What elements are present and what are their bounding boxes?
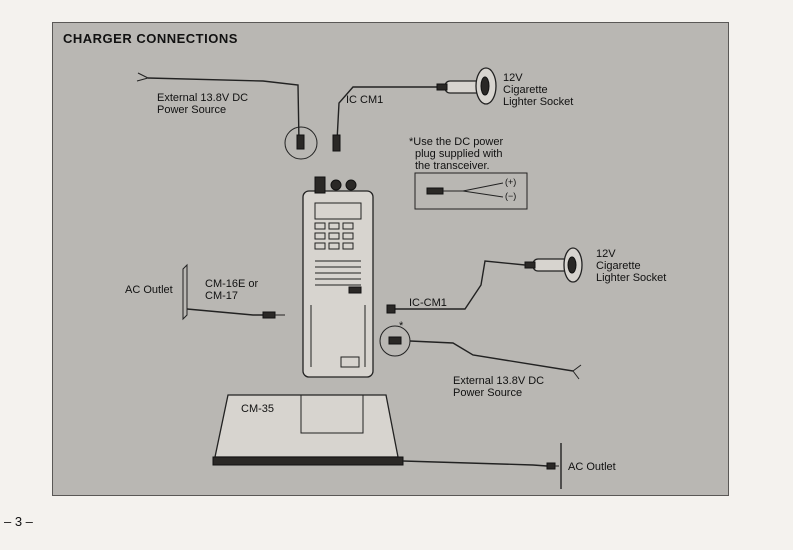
ic-cm1-cable-right bbox=[386, 260, 526, 314]
speaker-grille bbox=[315, 260, 361, 286]
cigarette-socket-label-top-line3: Lighter Socket bbox=[503, 96, 573, 108]
section-title: CHARGER CONNECTIONS bbox=[63, 31, 238, 46]
ic-cm1-label-right: IC-CM1 bbox=[409, 297, 447, 309]
cigarette-lighter-socket-top bbox=[436, 67, 497, 105]
page-number: – 3 – bbox=[4, 514, 33, 529]
plug-negative-label: (−) bbox=[505, 191, 516, 201]
connector-detail-circle-bottom bbox=[379, 325, 411, 357]
cigarette-lighter-socket-right bbox=[524, 247, 583, 283]
cigarette-socket-label-right-line1: 12V bbox=[596, 248, 616, 260]
ac-outlet-label-bottom: AC Outlet bbox=[568, 461, 616, 473]
dc-plug-note-box: (+) (−) bbox=[414, 172, 528, 210]
diagram-panel: CHARGER CONNECTIONS (+) (−) bbox=[52, 22, 729, 496]
external-power-cable-bottom bbox=[409, 340, 582, 380]
ic-cm1-cable-top bbox=[332, 86, 443, 152]
cigarette-socket-label-right-line3: Lighter Socket bbox=[596, 272, 666, 284]
keypad bbox=[314, 222, 354, 250]
external-power-label-top-line1: External 13.8V DC bbox=[157, 92, 248, 104]
asterisk-mark: * bbox=[399, 320, 404, 332]
cigarette-socket-label-top-line1: 12V bbox=[503, 72, 523, 84]
external-power-label-top-line2: Power Source bbox=[157, 104, 226, 116]
adapter-label-line2: CM-17 bbox=[205, 290, 238, 302]
charger-connections-diagram: CHARGER CONNECTIONS (+) (−) bbox=[63, 31, 666, 489]
note-line1: *Use the DC power bbox=[409, 136, 503, 148]
external-power-cable-top bbox=[136, 72, 300, 144]
ic-cm1-label-top: IC CM1 bbox=[346, 94, 383, 106]
charger-model-label: CM-35 bbox=[241, 403, 274, 415]
adapter-label-line1: CM-16E or bbox=[205, 278, 259, 290]
cigarette-socket-label-top-line2: Cigarette bbox=[503, 84, 548, 96]
cigarette-socket-label-right-line2: Cigarette bbox=[596, 260, 641, 272]
note-line2: plug supplied with bbox=[415, 148, 502, 160]
handheld-transceiver bbox=[302, 176, 374, 378]
plug-positive-label: (+) bbox=[505, 177, 516, 187]
ac-outlet-left bbox=[182, 263, 188, 321]
ac-adapter-cable bbox=[186, 308, 285, 319]
note-line3: the transceiver. bbox=[415, 160, 490, 172]
cm-35-charger-stand bbox=[212, 394, 404, 466]
connector-detail-circle-top bbox=[284, 126, 318, 160]
external-power-label-bottom-line1: External 13.8V DC bbox=[453, 375, 544, 387]
external-power-label-bottom-line2: Power Source bbox=[453, 387, 522, 399]
charger-ac-cable bbox=[402, 460, 559, 470]
ac-outlet-label-left: AC Outlet bbox=[125, 284, 173, 296]
